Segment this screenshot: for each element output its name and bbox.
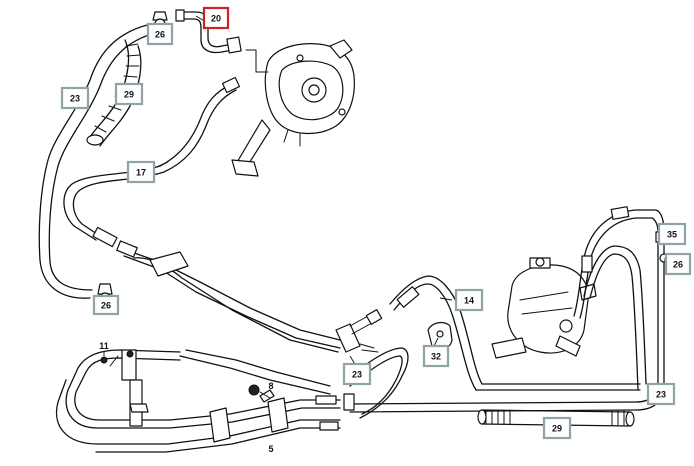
power-steering-pump	[231, 39, 355, 177]
bracket-32	[427, 321, 453, 350]
bolt-11	[100, 355, 119, 367]
cooler-loop-5	[56, 347, 409, 453]
callout-label: 26	[155, 30, 165, 40]
callout-label: 29	[124, 90, 134, 100]
callout-label: 17	[136, 168, 146, 178]
callout-29-upper: 29	[114, 82, 144, 106]
callout-label: 23	[656, 390, 666, 400]
callout-29-lower: 29	[542, 416, 572, 440]
lower-pump-unit	[491, 257, 597, 359]
callout-label: 29	[552, 424, 562, 434]
callout-14: 14	[454, 288, 484, 312]
callout-23-left: 23	[60, 86, 90, 110]
callout-26-left: 26	[92, 294, 120, 316]
pressure-pipe-20	[175, 9, 242, 54]
bolt-8	[248, 384, 271, 399]
callout-label: 35	[667, 230, 677, 240]
callout-32: 32	[422, 344, 450, 368]
callout-label: 23	[70, 94, 80, 104]
callout-23-center: 23	[342, 362, 372, 386]
callout-label: 26	[101, 301, 111, 311]
callout-label: 32	[431, 352, 441, 362]
callout-26-right: 26	[664, 252, 692, 276]
leader-lines	[103, 15, 681, 422]
part-number-5: 5	[268, 444, 273, 454]
callout-23-right: 23	[646, 382, 676, 406]
callout-label: 26	[673, 260, 683, 270]
hose-14	[389, 275, 641, 391]
callout-label: 20	[211, 14, 221, 24]
callout-17: 17	[126, 160, 156, 184]
callout-35: 35	[657, 222, 687, 246]
callout-label: 23	[352, 370, 362, 380]
callout-26-top: 26	[146, 22, 174, 46]
clamps-lower	[209, 389, 289, 443]
callout-label: 14	[464, 296, 474, 306]
bracket-11	[121, 349, 149, 427]
callout-20: 20	[202, 6, 230, 30]
middle-pipe-bundle	[116, 240, 383, 353]
return-hose-upper-left	[38, 21, 171, 299]
part-number-8: 8	[268, 381, 273, 391]
part-number-11: 11	[99, 341, 109, 351]
